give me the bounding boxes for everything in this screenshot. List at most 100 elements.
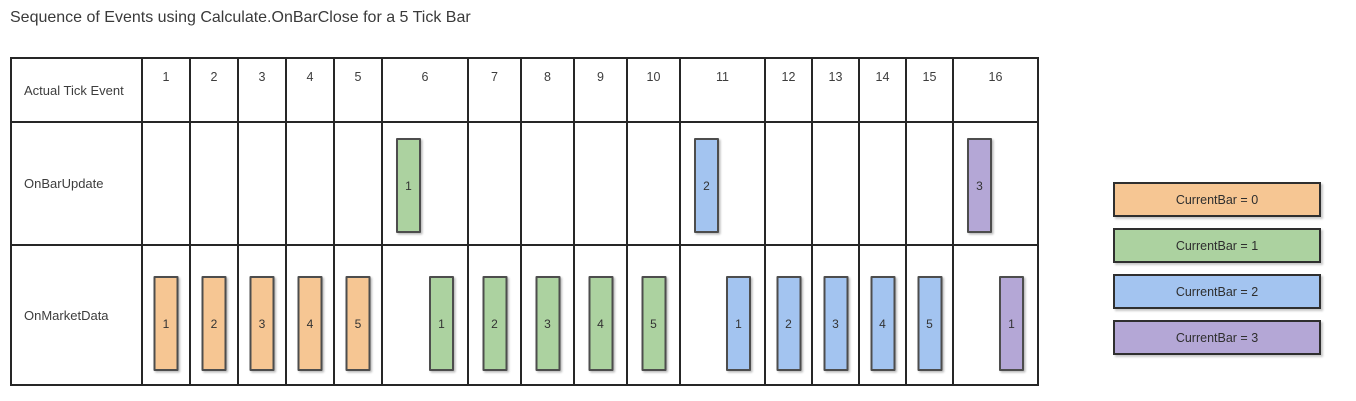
page-title: Sequence of Events using Calculate.OnBar… <box>10 9 471 26</box>
onbarupdate-cell <box>467 121 522 246</box>
tick-header-cell: 9 <box>573 57 628 123</box>
event-bar: 4 <box>297 276 323 371</box>
tick-number: 3 <box>258 70 266 84</box>
tick-number: 13 <box>828 70 843 84</box>
onmarketdata-cell: 4 <box>573 244 628 386</box>
onbarupdate-cell <box>764 121 813 246</box>
event-bar: 5 <box>345 276 371 371</box>
tick-column: 14 4 <box>858 57 907 386</box>
tick-column: 3 3 <box>237 57 287 386</box>
event-bar: 3 <box>535 276 560 371</box>
tick-column: 12 2 <box>764 57 813 386</box>
event-bar: 2 <box>201 276 227 371</box>
tick-column: 1 1 <box>141 57 191 386</box>
onmarketdata-cell: 2 <box>467 244 522 386</box>
onmarketdata-cell: 1 <box>679 244 766 386</box>
event-bar: 1 <box>726 276 751 371</box>
tick-header-cell: 11 <box>679 57 766 123</box>
tick-header-cell: 5 <box>333 57 383 123</box>
tick-header-cell: 14 <box>858 57 907 123</box>
onbarupdate-cell <box>811 121 860 246</box>
event-bar: 4 <box>588 276 613 371</box>
onmarketdata-cell: 3 <box>237 244 287 386</box>
onbarupdate-cell: 3 <box>952 121 1039 246</box>
tick-header-cell: 13 <box>811 57 860 123</box>
tick-number: 11 <box>716 70 729 84</box>
onmarketdata-cell: 5 <box>626 244 681 386</box>
tick-column: 13 3 <box>811 57 860 386</box>
tick-header-cell: 2 <box>189 57 239 123</box>
tick-number: 8 <box>544 70 551 84</box>
tick-column: 9 4 <box>573 57 628 386</box>
onbarupdate-cell <box>626 121 681 246</box>
onmarketdata-cell: 3 <box>520 244 575 386</box>
tick-column: 8 3 <box>520 57 575 386</box>
tick-header-cell: 12 <box>764 57 813 123</box>
legend-item: CurrentBar = 0 <box>1113 182 1321 217</box>
event-bar: 2 <box>694 138 719 233</box>
tick-number: 2 <box>210 70 218 84</box>
tick-column: 6 1 1 <box>381 57 469 386</box>
event-bar: 1 <box>999 276 1024 371</box>
tick-number: 6 <box>421 70 429 84</box>
tick-header-cell: 8 <box>520 57 575 123</box>
tick-number: 9 <box>597 70 604 84</box>
onbarupdate-cell <box>285 121 335 246</box>
tick-header-cell: 3 <box>237 57 287 123</box>
tick-header-cell: 4 <box>285 57 335 123</box>
event-bar: 1 <box>396 138 421 233</box>
row-label-onmarketdata: OnMarketData <box>10 244 143 386</box>
onmarketdata-cell: 4 <box>285 244 335 386</box>
onmarketdata-cell: 1 <box>381 244 469 386</box>
tick-number: 15 <box>922 70 937 84</box>
tick-column: 11 2 1 <box>679 57 766 386</box>
legend-item: CurrentBar = 1 <box>1113 228 1321 263</box>
tick-header-cell: 15 <box>905 57 954 123</box>
tick-number: 16 <box>988 70 1003 84</box>
event-bar: 3 <box>249 276 275 371</box>
tick-number: 12 <box>781 70 796 84</box>
tick-number: 14 <box>875 70 890 84</box>
event-bar: 1 <box>429 276 454 371</box>
tick-number: 7 <box>491 70 498 84</box>
tick-header-cell: 10 <box>626 57 681 123</box>
onmarketdata-cell: 2 <box>189 244 239 386</box>
onbarupdate-cell <box>237 121 287 246</box>
event-bar: 5 <box>641 276 666 371</box>
event-bar: 4 <box>870 276 895 371</box>
event-bar: 2 <box>776 276 801 371</box>
tick-header-cell: 16 <box>952 57 1039 123</box>
event-table: Actual Tick Event OnBarUpdate OnMarketDa… <box>10 57 1039 386</box>
event-bar: 3 <box>823 276 848 371</box>
tick-number: 1 <box>162 70 170 84</box>
onbarupdate-cell <box>573 121 628 246</box>
tick-column: 5 5 <box>333 57 383 386</box>
onbarupdate-cell: 2 <box>679 121 766 246</box>
onbarupdate-cell <box>905 121 954 246</box>
onmarketdata-cell: 3 <box>811 244 860 386</box>
tick-header-cell: 6 <box>381 57 469 123</box>
legend-item: CurrentBar = 2 <box>1113 274 1321 309</box>
tick-header-cell: 1 <box>141 57 191 123</box>
onmarketdata-cell: 4 <box>858 244 907 386</box>
tick-column: 10 5 <box>626 57 681 386</box>
tick-column: 4 4 <box>285 57 335 386</box>
tick-columns: 1 1 2 2 3 3 4 4 5 5 6 1 1 7 <box>141 57 1039 386</box>
row-label-actual-tick-event: Actual Tick Event <box>10 57 143 123</box>
onbarupdate-cell <box>858 121 907 246</box>
tick-column: 2 2 <box>189 57 239 386</box>
tick-number: 10 <box>646 70 661 84</box>
tick-column: 15 5 <box>905 57 954 386</box>
tick-column: 7 2 <box>467 57 522 386</box>
row-label-onbarupdate: OnBarUpdate <box>10 121 143 246</box>
legend: CurrentBar = 0 CurrentBar = 1 CurrentBar =… <box>1113 182 1321 355</box>
onmarketdata-cell: 5 <box>905 244 954 386</box>
tick-column: 16 3 1 <box>952 57 1039 386</box>
row-label-column: Actual Tick Event OnBarUpdate OnMarketDa… <box>10 57 143 386</box>
onmarketdata-cell: 1 <box>141 244 191 386</box>
onbarupdate-cell <box>520 121 575 246</box>
event-bar: 1 <box>153 276 179 371</box>
event-bar: 5 <box>917 276 942 371</box>
onmarketdata-cell: 1 <box>952 244 1039 386</box>
